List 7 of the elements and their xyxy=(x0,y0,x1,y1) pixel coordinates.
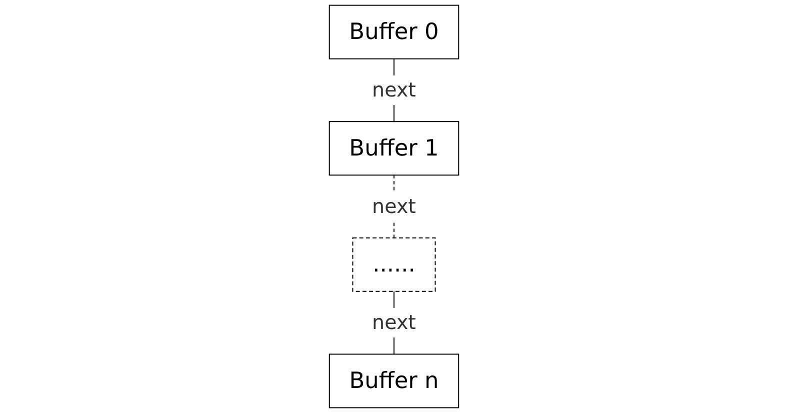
node-box: Buffer n xyxy=(328,354,460,408)
edge-label: next xyxy=(372,194,416,218)
node-box: ...... xyxy=(352,237,436,292)
edge-label: next xyxy=(372,78,416,102)
node-box: Buffer 1 xyxy=(328,121,460,176)
edge-label: next xyxy=(372,311,416,334)
node-box: Buffer 0 xyxy=(328,4,460,60)
